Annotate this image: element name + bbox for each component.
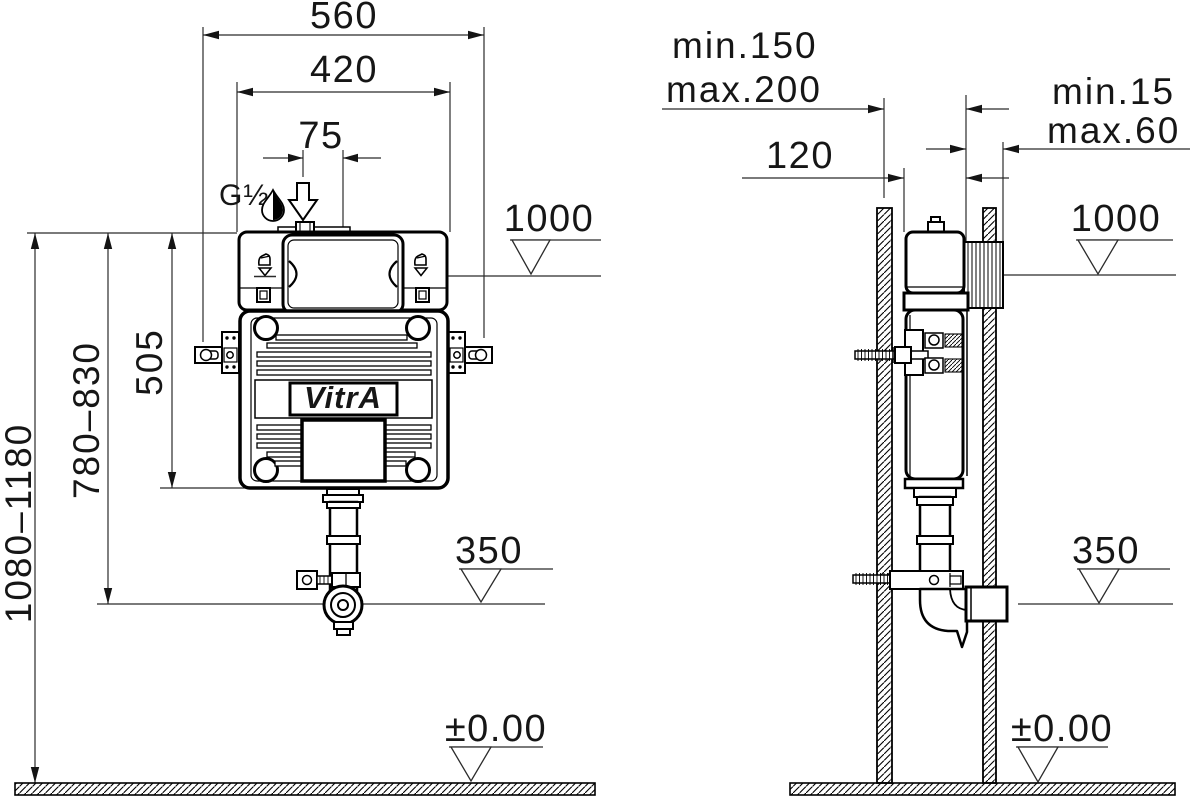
frame-hole xyxy=(253,457,279,483)
front-view: G½ xyxy=(0,0,601,796)
dim-depth-max: max.200 xyxy=(666,69,822,110)
floor-side xyxy=(789,782,1176,796)
pipe-clamp xyxy=(296,570,361,590)
level-symbol-1000-front xyxy=(510,239,552,276)
flush-pipe-front xyxy=(296,488,364,636)
dim-finish-min: min.15 xyxy=(1052,71,1175,112)
cistern-lid-side xyxy=(904,230,966,295)
dim-body-width: 420 xyxy=(310,49,378,91)
brand-plate xyxy=(288,381,399,417)
dim-total-width: 560 xyxy=(310,0,378,37)
level-symbol-350-side xyxy=(1077,568,1121,605)
clip-tab-right xyxy=(415,287,430,303)
access-sleeve xyxy=(963,241,1004,309)
dim-depth-min: min.150 xyxy=(672,25,818,66)
level-1000-side-label: 1000 xyxy=(1071,198,1162,240)
level-symbol-zero-front xyxy=(449,746,493,783)
side-dimension-arrows xyxy=(868,104,1019,183)
dim-inlet-offset: 75 xyxy=(298,115,343,157)
panel-clip-right xyxy=(388,260,398,288)
panel-clip-left xyxy=(288,260,298,288)
wall-bracket-right xyxy=(447,331,493,374)
frame-hole xyxy=(405,315,431,341)
level-zero-side-label: ±0.00 xyxy=(1011,708,1113,750)
side-view: min.150 max.200 120 min.15 max.60 1000 3… xyxy=(662,25,1190,796)
brand-logo: VitrA xyxy=(304,380,382,415)
rear-wall xyxy=(876,207,893,784)
water-drop-icon xyxy=(261,188,285,222)
flush-bend-side xyxy=(918,587,969,649)
dim-panel-height: 780–830 xyxy=(66,341,107,499)
level-symbol-zero-side xyxy=(1016,746,1060,784)
cistern-front: VitrA xyxy=(194,221,493,490)
press-here-icon-right xyxy=(413,253,429,277)
flush-pipe-side xyxy=(852,477,1009,649)
dim-frame-depth: 120 xyxy=(766,135,834,177)
outlet-connector xyxy=(964,585,1009,623)
flush-bend-front xyxy=(322,584,364,636)
frame-rail-side xyxy=(902,291,970,312)
level-1000-front-label: 1000 xyxy=(504,198,595,240)
frame-hole xyxy=(253,315,279,341)
dim-finish-max: max.60 xyxy=(1047,110,1180,151)
frame-hole xyxy=(405,457,431,483)
front-dimension-lines xyxy=(27,27,601,783)
front-wall xyxy=(982,207,997,784)
inlet-arrow-icon xyxy=(287,182,319,222)
level-zero-front-label: ±0.00 xyxy=(445,708,547,750)
front-dimension-arrows xyxy=(30,30,484,783)
valve-window xyxy=(300,418,387,483)
level-symbol-1000-side xyxy=(1076,239,1120,276)
clip-tab-left xyxy=(256,287,271,303)
level-350-front-label: 350 xyxy=(455,530,523,572)
level-350-side-label: 350 xyxy=(1072,530,1140,572)
upper-anchor xyxy=(854,332,963,374)
access-panel xyxy=(281,233,405,315)
level-symbol-350-front xyxy=(459,568,503,604)
wall-bracket-left xyxy=(194,331,240,374)
cistern-side xyxy=(854,216,970,481)
inlet-thread-label: G½ xyxy=(219,179,269,212)
dim-body-height: 505 xyxy=(129,328,170,396)
lower-anchor xyxy=(852,570,964,590)
dim-total-height: 1080–1180 xyxy=(0,423,39,623)
press-here-icon-left xyxy=(254,253,276,278)
floor-front xyxy=(14,782,596,796)
